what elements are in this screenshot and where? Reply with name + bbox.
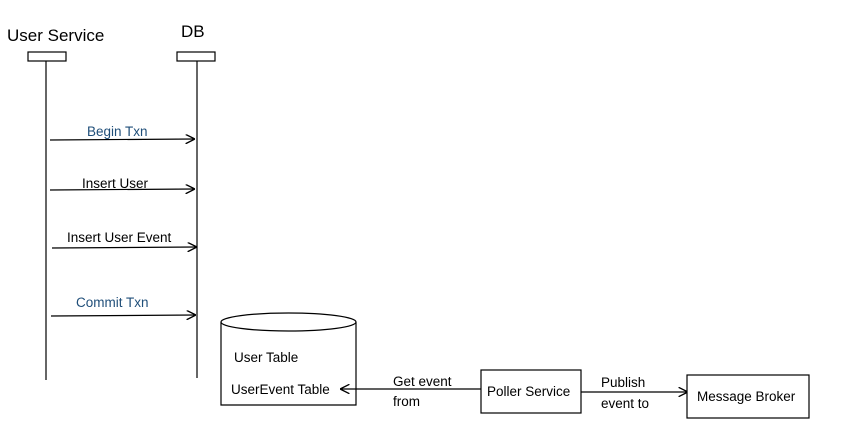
poller-service-box bbox=[480, 369, 582, 414]
message-label: Begin Txn bbox=[87, 124, 148, 139]
message-label: Insert User Event bbox=[67, 230, 172, 245]
message-insert-user-event: Insert User Event bbox=[51, 230, 196, 248]
message-label: Insert User bbox=[82, 176, 149, 191]
poller-edge-label-line1: Get event bbox=[393, 374, 452, 389]
message-commit-txn: Commit Txn bbox=[50, 295, 195, 316]
db-title: DB bbox=[181, 22, 205, 41]
message-begin-txn: Begin Txn bbox=[49, 124, 194, 140]
poller-edge-label-line2: from bbox=[393, 394, 420, 409]
user-service-head-box bbox=[27, 51, 67, 62]
poller-service-label: Poller Service bbox=[487, 384, 570, 399]
user-table-label: User Table bbox=[234, 350, 298, 365]
broker-edge-label-line2: event to bbox=[601, 396, 649, 411]
user-service-title: User Service bbox=[7, 26, 104, 45]
broker-edge-label-line1: Publish bbox=[601, 375, 645, 390]
message-insert-user: Insert User bbox=[49, 176, 194, 191]
db-head-box bbox=[176, 51, 216, 62]
message-broker-label: Message Broker bbox=[697, 389, 796, 404]
database-cylinder: User Table UserEvent Table bbox=[220, 312, 357, 406]
message-label: Commit Txn bbox=[76, 295, 149, 310]
message-broker-box bbox=[686, 374, 810, 419]
user-event-table-label: UserEvent Table bbox=[231, 382, 330, 397]
